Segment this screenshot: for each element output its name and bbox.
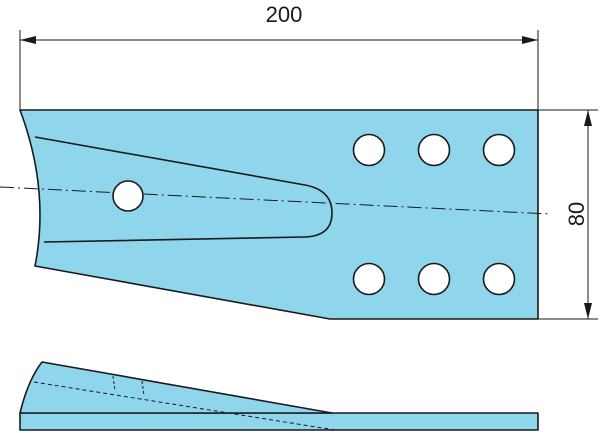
mounting-hole-top-2 — [417, 133, 451, 167]
side-hidden-line — [33, 381, 336, 431]
slot-hole — [112, 180, 144, 212]
height-dimension: 80 — [538, 109, 598, 320]
height-arrow-bottom — [584, 303, 592, 319]
width-arrow-left — [20, 36, 36, 44]
blade-top-view — [0, 109, 551, 320]
width-dimension: 200 — [19, 2, 539, 110]
height-arrow-top — [584, 110, 592, 126]
mounting-hole-top-1 — [352, 133, 386, 167]
side-hole-line-1 — [112, 375, 116, 392]
width-label: 200 — [266, 2, 303, 27]
height-label: 80 — [564, 202, 589, 226]
mounting-hole-bottom-1 — [352, 262, 386, 296]
side-hole-line-2 — [141, 380, 145, 397]
blade-side-view — [19, 361, 539, 431]
center-line — [0, 186, 551, 215]
mounting-hole-top-3 — [482, 133, 516, 167]
width-arrow-right — [522, 36, 538, 44]
side-wedge — [19, 361, 333, 414]
blade-outline — [19, 109, 539, 320]
mounting-hole-bottom-3 — [482, 262, 516, 296]
mounting-hole-bottom-2 — [417, 262, 451, 296]
bevel-slot-outline — [34, 136, 333, 243]
